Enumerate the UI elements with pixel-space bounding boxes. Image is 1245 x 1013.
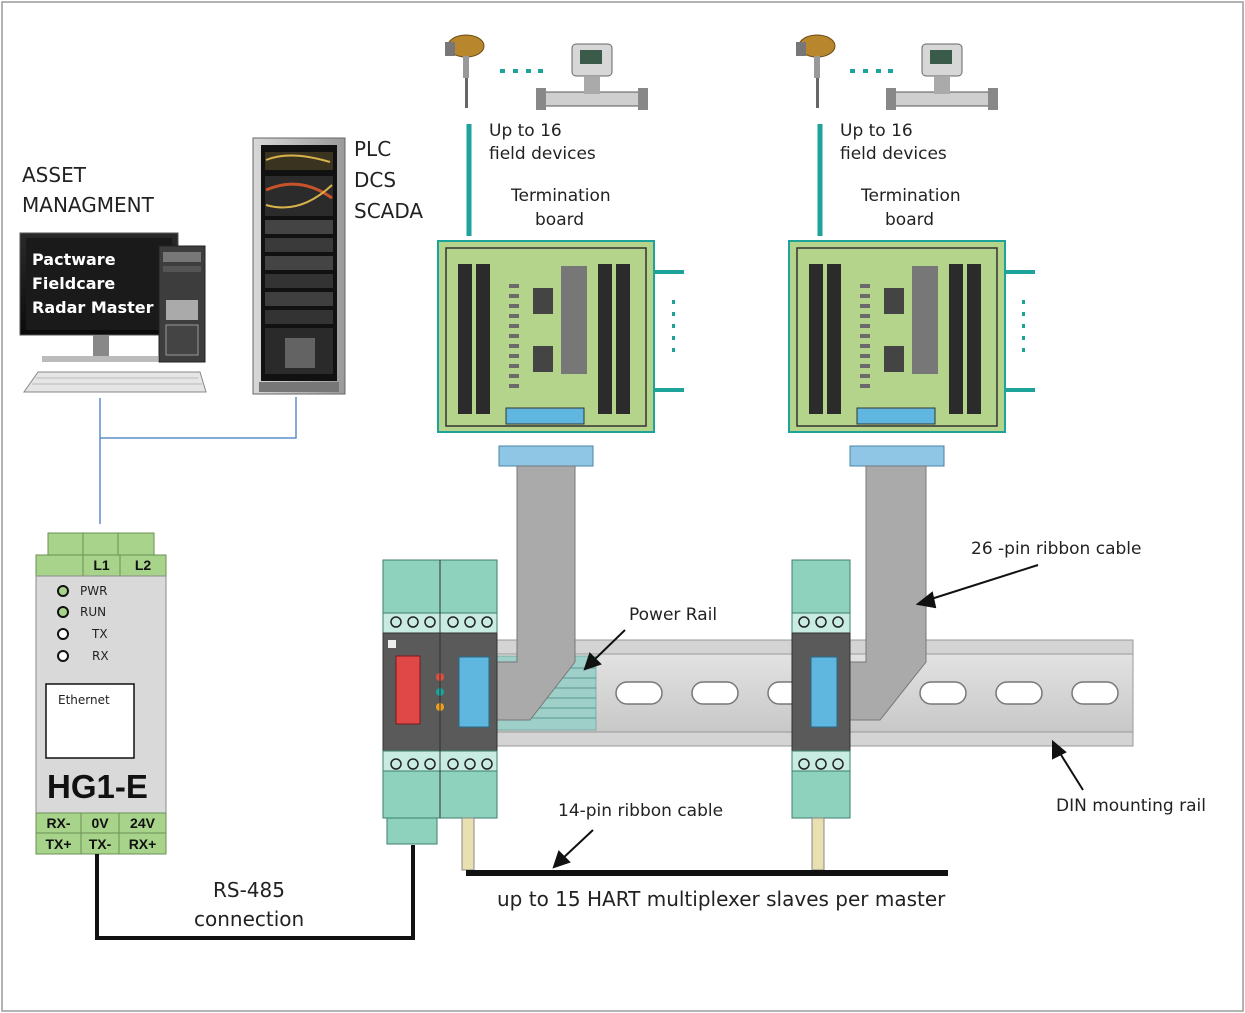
label-ribbon-26: 26 -pin ribbon cable [971,539,1142,559]
hg1e-led-tx: TX [92,627,108,641]
software-radar-master: Radar Master [32,298,154,317]
server-rack [252,137,346,395]
control-dcs: DCS [354,168,397,192]
software-pactware: Pactware [32,250,116,269]
asset-title-line1: ASSET [22,163,86,187]
control-scada: SCADA [354,199,424,223]
hg1e-led-rx: RX [92,649,109,663]
control-plc: PLC [354,137,392,161]
mux-master-module [382,559,498,845]
hg1e-terminal-l1: L1 [93,557,110,573]
label-power-rail: Power Rail [629,605,718,625]
network-lines [99,397,297,524]
group2-devices-line2: field devices [840,144,947,164]
hg1e-terminal-tx-minus: TX- [88,836,112,852]
termination-board-2 [788,240,1035,433]
asset-workstation [19,232,207,393]
group1-devices-line1: Up to 16 [489,121,562,141]
software-fieldcare: Fieldcare [32,274,116,293]
hg1e-led-run: RUN [80,605,107,619]
group2-board-line1: Termination [861,186,961,206]
hg1e-terminal-24v: 24V [130,815,155,831]
rs485-cable [95,845,415,940]
label-rs485-line2: connection [194,907,305,931]
label-slaves: up to 15 HART multiplexer slaves per mas… [497,887,946,911]
hg1e-led-pwr: PWR [80,584,108,598]
hg1e-module [35,532,167,855]
hg1e-terminal-rx-plus: RX+ [128,836,157,852]
callout-arrows [552,564,1084,869]
group1-devices-line2: field devices [489,144,596,164]
hg1e-terminal-tx-plus: TX+ [45,836,72,852]
ribbon-cable-26-2 [835,445,945,721]
ribbon-cable-14 [461,817,948,876]
field-devices-1 [445,34,648,110]
hg1e-ethernet-port: Ethernet [58,693,110,707]
group2-board-line2: board [885,210,935,230]
mux-slave-module [791,559,851,819]
label-rs485-line1: RS-485 [213,878,285,902]
hg1e-terminal-l2: L2 [134,557,152,573]
field-devices-2 [796,34,998,110]
label-ribbon-14: 14-pin ribbon cable [558,801,724,821]
termination-board-1 [437,240,684,433]
label-din-rail: DIN mounting rail [1056,796,1206,816]
hg1e-model: HG1-E [47,768,148,805]
group1-board-line2: board [535,210,585,230]
hg1e-terminal-0v: 0V [91,815,109,831]
group1-board-line1: Termination [511,186,611,206]
hg1e-terminal-rx-minus: RX- [46,815,71,831]
asset-title-line2: MANAGMENT [22,193,154,217]
group2-devices-line1: Up to 16 [840,121,913,141]
ribbon-cable-26-1 [485,445,594,721]
